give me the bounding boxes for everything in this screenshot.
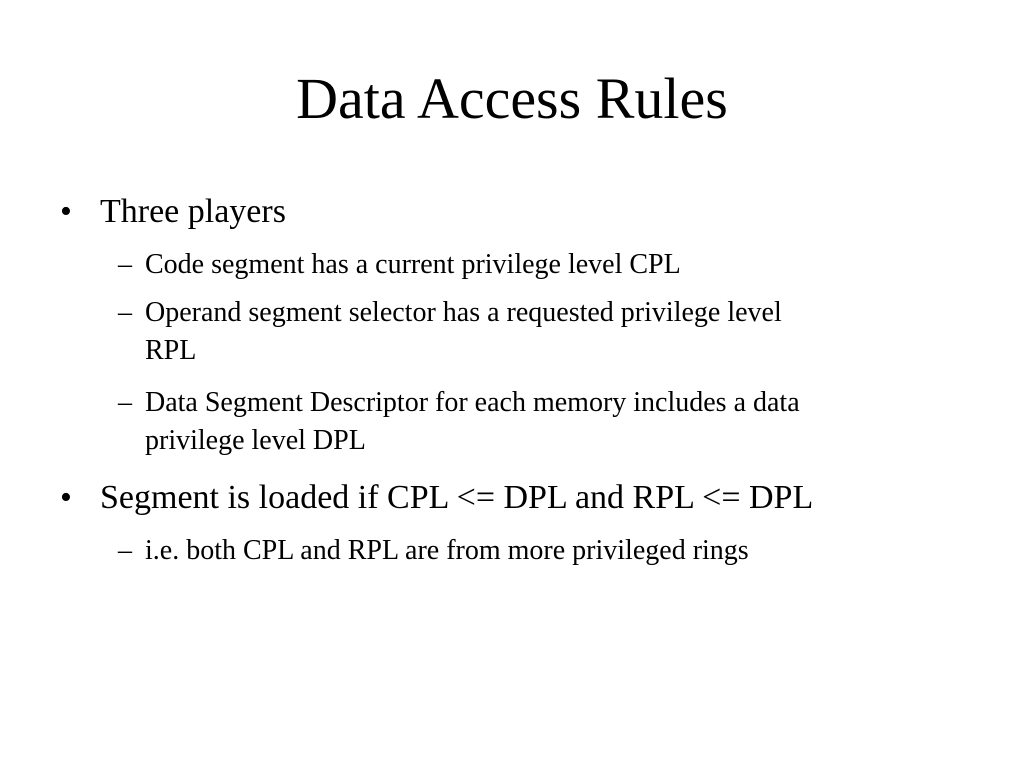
bullet-text: Three players [100, 193, 286, 230]
sub-bullet-marker: – [118, 297, 132, 328]
sub-bullet-marker: – [118, 387, 132, 418]
bullet-marker: • [60, 193, 72, 230]
sub-bullet-text-continuation: RPL [145, 335, 197, 366]
sub-bullet-text: Operand segment selector has a requested… [145, 297, 782, 328]
bullet-marker: • [60, 479, 72, 516]
bullet-text: Segment is loaded if CPL <= DPL and RPL … [100, 479, 814, 516]
sub-bullet-text-continuation: privilege level DPL [145, 425, 366, 456]
sub-bullet-text: Code segment has a current privilege lev… [145, 249, 681, 280]
sub-bullet-marker: – [118, 535, 132, 566]
sub-bullet-marker: – [118, 249, 132, 280]
sub-bullet-text: i.e. both CPL and RPL are from more priv… [145, 535, 749, 566]
sub-bullet-text: Data Segment Descriptor for each memory … [145, 387, 800, 418]
slide-title: Data Access Rules [296, 66, 728, 131]
